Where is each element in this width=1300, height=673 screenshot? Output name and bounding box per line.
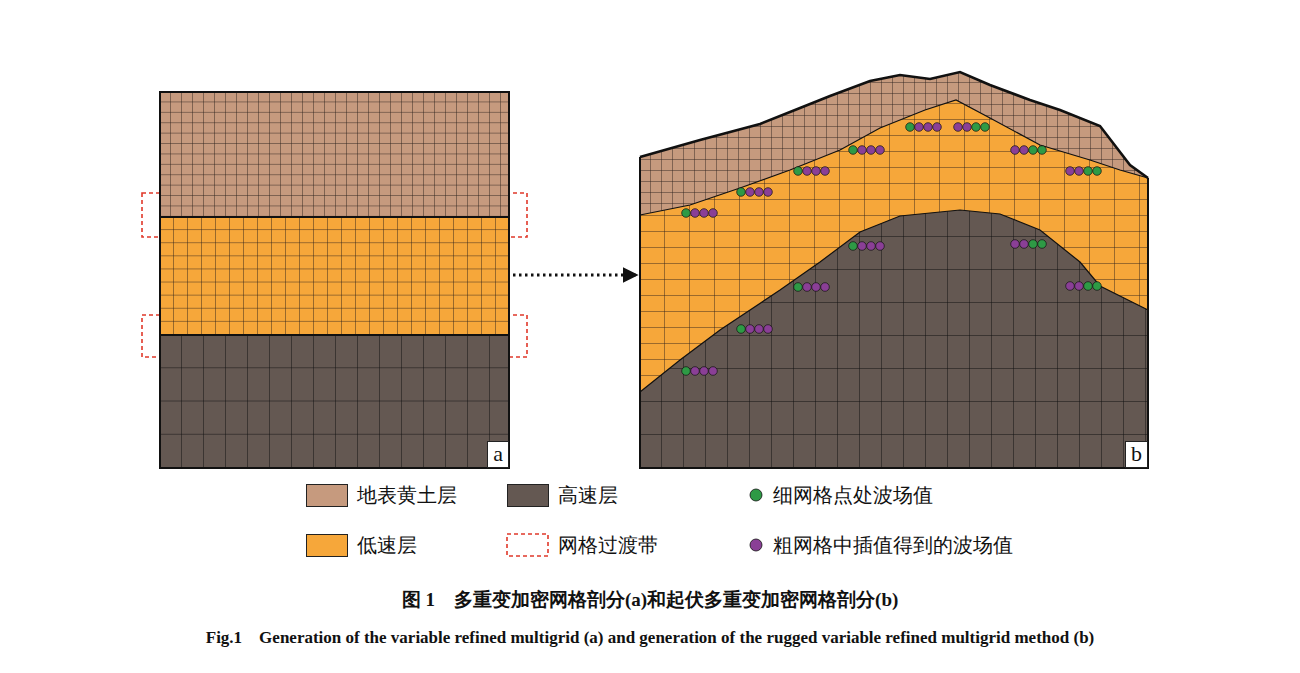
wavefield-dot: [981, 123, 990, 132]
wavefield-dot: [1084, 282, 1093, 291]
wavefield-dot: [1038, 146, 1047, 155]
wavefield-dot: [682, 367, 691, 376]
wavefield-dot: [700, 209, 709, 218]
wavefield-dot: [963, 123, 972, 132]
wavefield-dot: [764, 188, 773, 197]
green-dot: [750, 489, 762, 501]
wavefield-dot: [858, 242, 867, 251]
wavefield-dot: [924, 123, 933, 132]
wavefield-dot: [1066, 167, 1075, 176]
wavefield-dot: [691, 367, 700, 376]
wavefield-dot: [972, 123, 981, 132]
legend-label: 粗网格中插值得到的波场值: [773, 533, 1013, 557]
wavefield-dot: [746, 188, 755, 197]
wavefield-dot: [1075, 167, 1084, 176]
wavefield-dot: [709, 367, 718, 376]
wavefield-dot: [803, 283, 812, 292]
wavefield-dot: [1029, 240, 1038, 249]
wavefield-dot: [1020, 240, 1029, 249]
legend-label: 高速层: [558, 483, 618, 507]
wavefield-dot: [1029, 146, 1038, 155]
wavefield-dot: [1011, 240, 1020, 249]
wavefield-dot: [1038, 240, 1047, 249]
dotted-arrow: [513, 273, 637, 276]
wavefield-dot: [858, 146, 867, 155]
wavefield-dot: [682, 209, 691, 218]
wavefield-dot: [849, 146, 858, 155]
wavefield-dot: [812, 167, 821, 176]
wavefield-dot: [906, 123, 915, 132]
wavefield-dot: [876, 242, 885, 251]
wavefield-dot: [876, 146, 885, 155]
legend-label: 低速层: [357, 533, 417, 557]
wavefield-dot: [821, 167, 830, 176]
wavefield-dot: [737, 188, 746, 197]
wavefield-dot: [954, 123, 963, 132]
panel-letter: a: [487, 441, 509, 468]
wavefield-dot: [755, 325, 764, 334]
wavefield-dot: [746, 325, 755, 334]
wavefield-dot: [867, 146, 876, 155]
wavefield-dot: [1093, 167, 1102, 176]
legend-label: 地表黄土层: [357, 483, 457, 507]
wavefield-dot: [1066, 282, 1075, 291]
wavefield-dot: [764, 325, 773, 334]
wavefield-dot: [1011, 146, 1020, 155]
legend-label: 细网格点处波场值: [773, 483, 933, 507]
wavefield-dot: [1020, 146, 1029, 155]
legend-swatch: [306, 534, 348, 557]
panel-letter: b: [1125, 441, 1148, 468]
wavefield-dot: [803, 167, 812, 176]
wavefield-dot: [737, 325, 746, 334]
figure-caption: 图 1 多重变加密网格剖分(a)和起伏多重变加密网格剖分(b): [402, 588, 899, 612]
wavefield-dot: [794, 283, 803, 292]
wavefield-dot: [691, 209, 700, 218]
wavefield-dot: [915, 123, 924, 132]
wavefield-dot: [849, 242, 858, 251]
figure-caption-english: Fig.1 Generation of the variable refined…: [206, 626, 1095, 650]
wavefield-dot: [709, 209, 718, 218]
legend-swatch: [306, 484, 348, 507]
purple-dot: [750, 539, 762, 551]
dashed-swatch: [507, 534, 548, 556]
wavefield-dot: [867, 242, 876, 251]
legend-swatch: [507, 484, 549, 507]
wavefield-dot: [1075, 282, 1084, 291]
wavefield-dot: [821, 283, 830, 292]
wavefield-dot: [812, 283, 821, 292]
legend-label: 网格过渡带: [558, 533, 658, 557]
grid-panel: a: [160, 92, 509, 468]
wavefield-dot: [700, 367, 709, 376]
wavefield-dot: [1093, 282, 1102, 291]
wavefield-dot: [755, 188, 764, 197]
grid-panel: b: [640, 72, 1148, 468]
wavefield-dot: [933, 123, 942, 132]
wavefield-dot: [1084, 167, 1093, 176]
wavefield-dot: [794, 167, 803, 176]
